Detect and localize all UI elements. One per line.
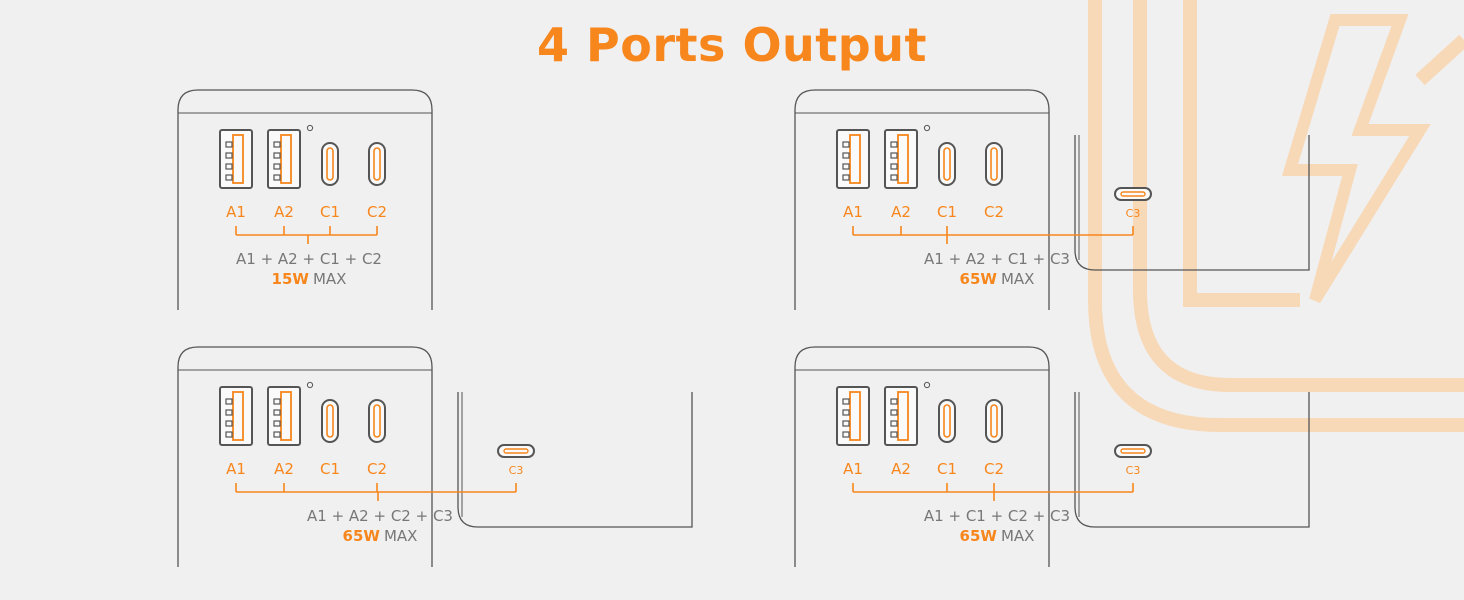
port-combination-text: A1 + A2 + C2 + C3 [307,507,453,525]
usb-c-port-icon [938,142,956,186]
max-label: MAX [1001,527,1034,545]
port-label: A1 [226,203,246,221]
max-label: MAX [384,527,417,545]
port-label: A2 [274,460,294,478]
external-device-body [1074,392,1310,528]
lightning-watermark-icon [1088,0,1464,432]
usb-a-port-icon [884,129,918,189]
max-power-value: 65W [960,527,998,545]
port-label: C2 [367,203,387,221]
usb-c-port-icon [1114,187,1152,201]
port-label: C1 [937,203,957,221]
usb-c-port-icon [321,399,339,443]
port-label: A2 [891,460,911,478]
port-label: A1 [843,203,863,221]
port-label: A2 [891,203,911,221]
external-device-body [1074,135,1310,271]
charger-body [177,89,433,310]
port-combination-text: A1 + A2 + C1 + C3 [924,250,1070,268]
page-title: 4 Ports Output [537,18,927,72]
port-combination-text: A1 + C1 + C2 + C3 [924,507,1070,525]
charger-body [794,89,1050,310]
max-power-value: 15W [272,270,310,288]
port-label: A2 [274,203,294,221]
usb-a-port-icon [884,386,918,446]
usb-c-port-icon [368,399,386,443]
usb-a-port-icon [836,386,870,446]
port-label: A1 [843,460,863,478]
port-label: C2 [984,460,1004,478]
usb-c-port-icon [985,142,1003,186]
port-combination-text: A1 + A2 + C1 + C2 [236,250,382,268]
led-indicator-icon [923,381,931,389]
usb-c-port-icon [938,399,956,443]
port-label: C3 [509,464,524,477]
port-label: C2 [367,460,387,478]
port-label: C3 [1126,464,1141,477]
port-label: C1 [937,460,957,478]
port-label: C1 [320,460,340,478]
max-label: MAX [1001,270,1034,288]
usb-a-port-icon [267,129,301,189]
port-label: C3 [1126,207,1141,220]
usb-c-port-icon [497,444,535,458]
charger-body [177,346,433,567]
led-indicator-icon [306,124,314,132]
port-label: C1 [320,203,340,221]
usb-c-port-icon [368,142,386,186]
port-label: A1 [226,460,246,478]
usb-a-port-icon [219,386,253,446]
external-device-body [457,392,693,528]
led-indicator-icon [923,124,931,132]
usb-a-port-icon [219,129,253,189]
usb-c-port-icon [321,142,339,186]
max-power-value: 65W [343,527,381,545]
max-label: MAX [313,270,346,288]
charger-body [794,346,1050,567]
usb-a-port-icon [836,129,870,189]
port-label: C2 [984,203,1004,221]
usb-c-port-icon [1114,444,1152,458]
max-power-value: 65W [960,270,998,288]
led-indicator-icon [306,381,314,389]
usb-a-port-icon [267,386,301,446]
usb-c-port-icon [985,399,1003,443]
